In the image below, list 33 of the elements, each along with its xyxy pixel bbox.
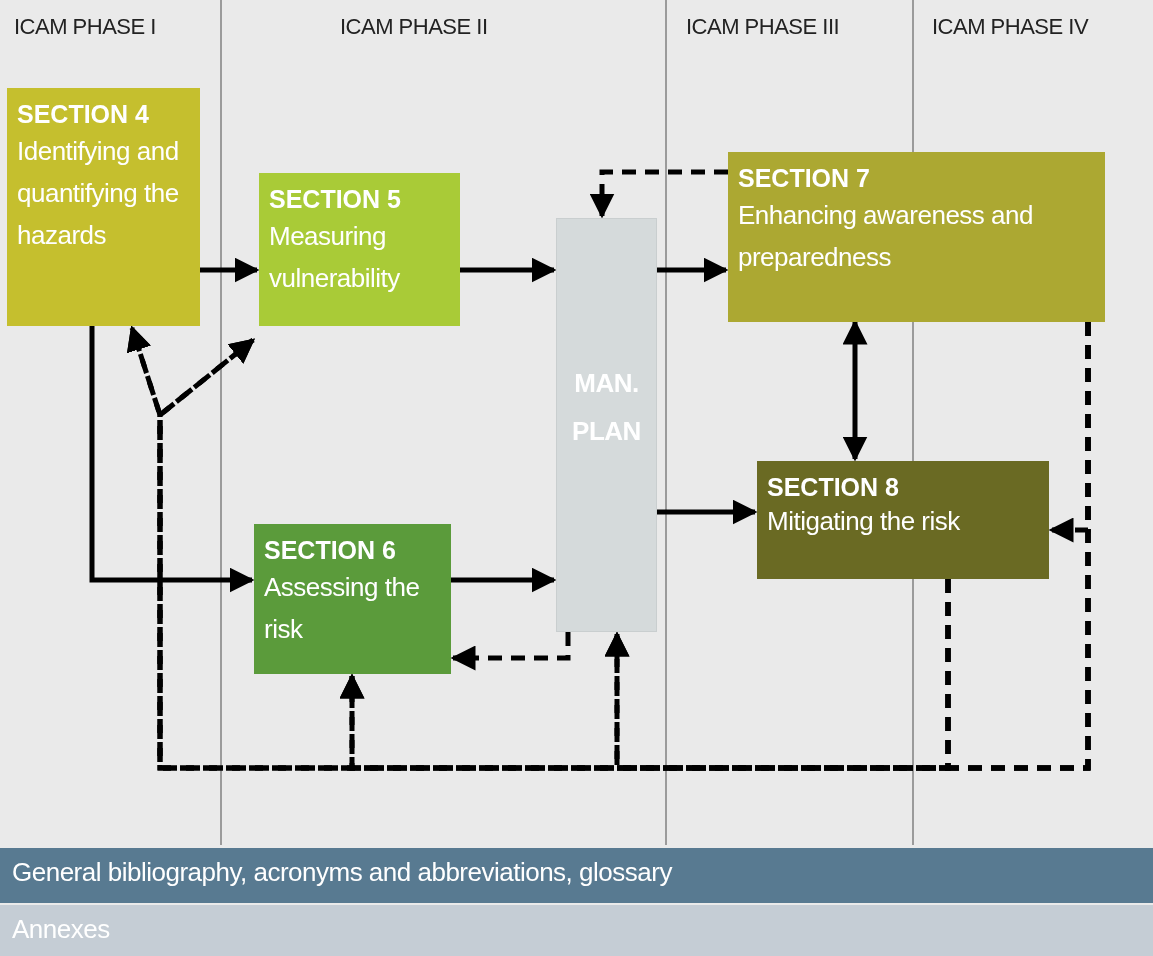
phase-label: ICAM PHASE III [686,14,840,40]
section-description: Measuring vulnerability [269,220,401,295]
section-description: Identifying and quantifying the hazards [17,135,180,252]
footer-band [0,848,1153,903]
dashed-arrow [589,169,728,219]
section-description: Enhancing awareness and preparedness [738,199,1034,274]
section-heading: SECTION 8 [767,472,900,503]
dashed-arrow [604,579,951,771]
section-description: Mitigating the risk [767,505,961,538]
arrow [451,567,557,593]
section-box [254,524,451,674]
phase-label: ICAM PHASE IV [932,14,1089,40]
arrow [657,499,758,525]
phase-label: ICAM PHASE II [340,14,488,40]
section-heading: SECTION 4 [17,99,150,130]
section-description: Assessing the risk [264,571,421,646]
section-heading: SECTION 6 [264,535,397,566]
phase-label: ICAM PHASE I [14,14,156,40]
arrow [460,257,557,283]
section-box [728,152,1105,322]
section-heading: SECTION 7 [738,163,871,194]
arrow [657,257,729,283]
footer-band [0,905,1153,956]
section-box [259,173,460,326]
section-box [7,88,200,326]
band-label: Annexes [12,913,111,946]
plan-bar [556,218,657,632]
dashed-arrow [450,632,571,671]
band-label: General bibliography, acronyms and abbreviations, glossary [12,856,674,889]
section-box [757,461,1049,579]
arrow [89,326,255,593]
section-heading: SECTION 5 [269,184,402,215]
arrow [200,257,260,283]
